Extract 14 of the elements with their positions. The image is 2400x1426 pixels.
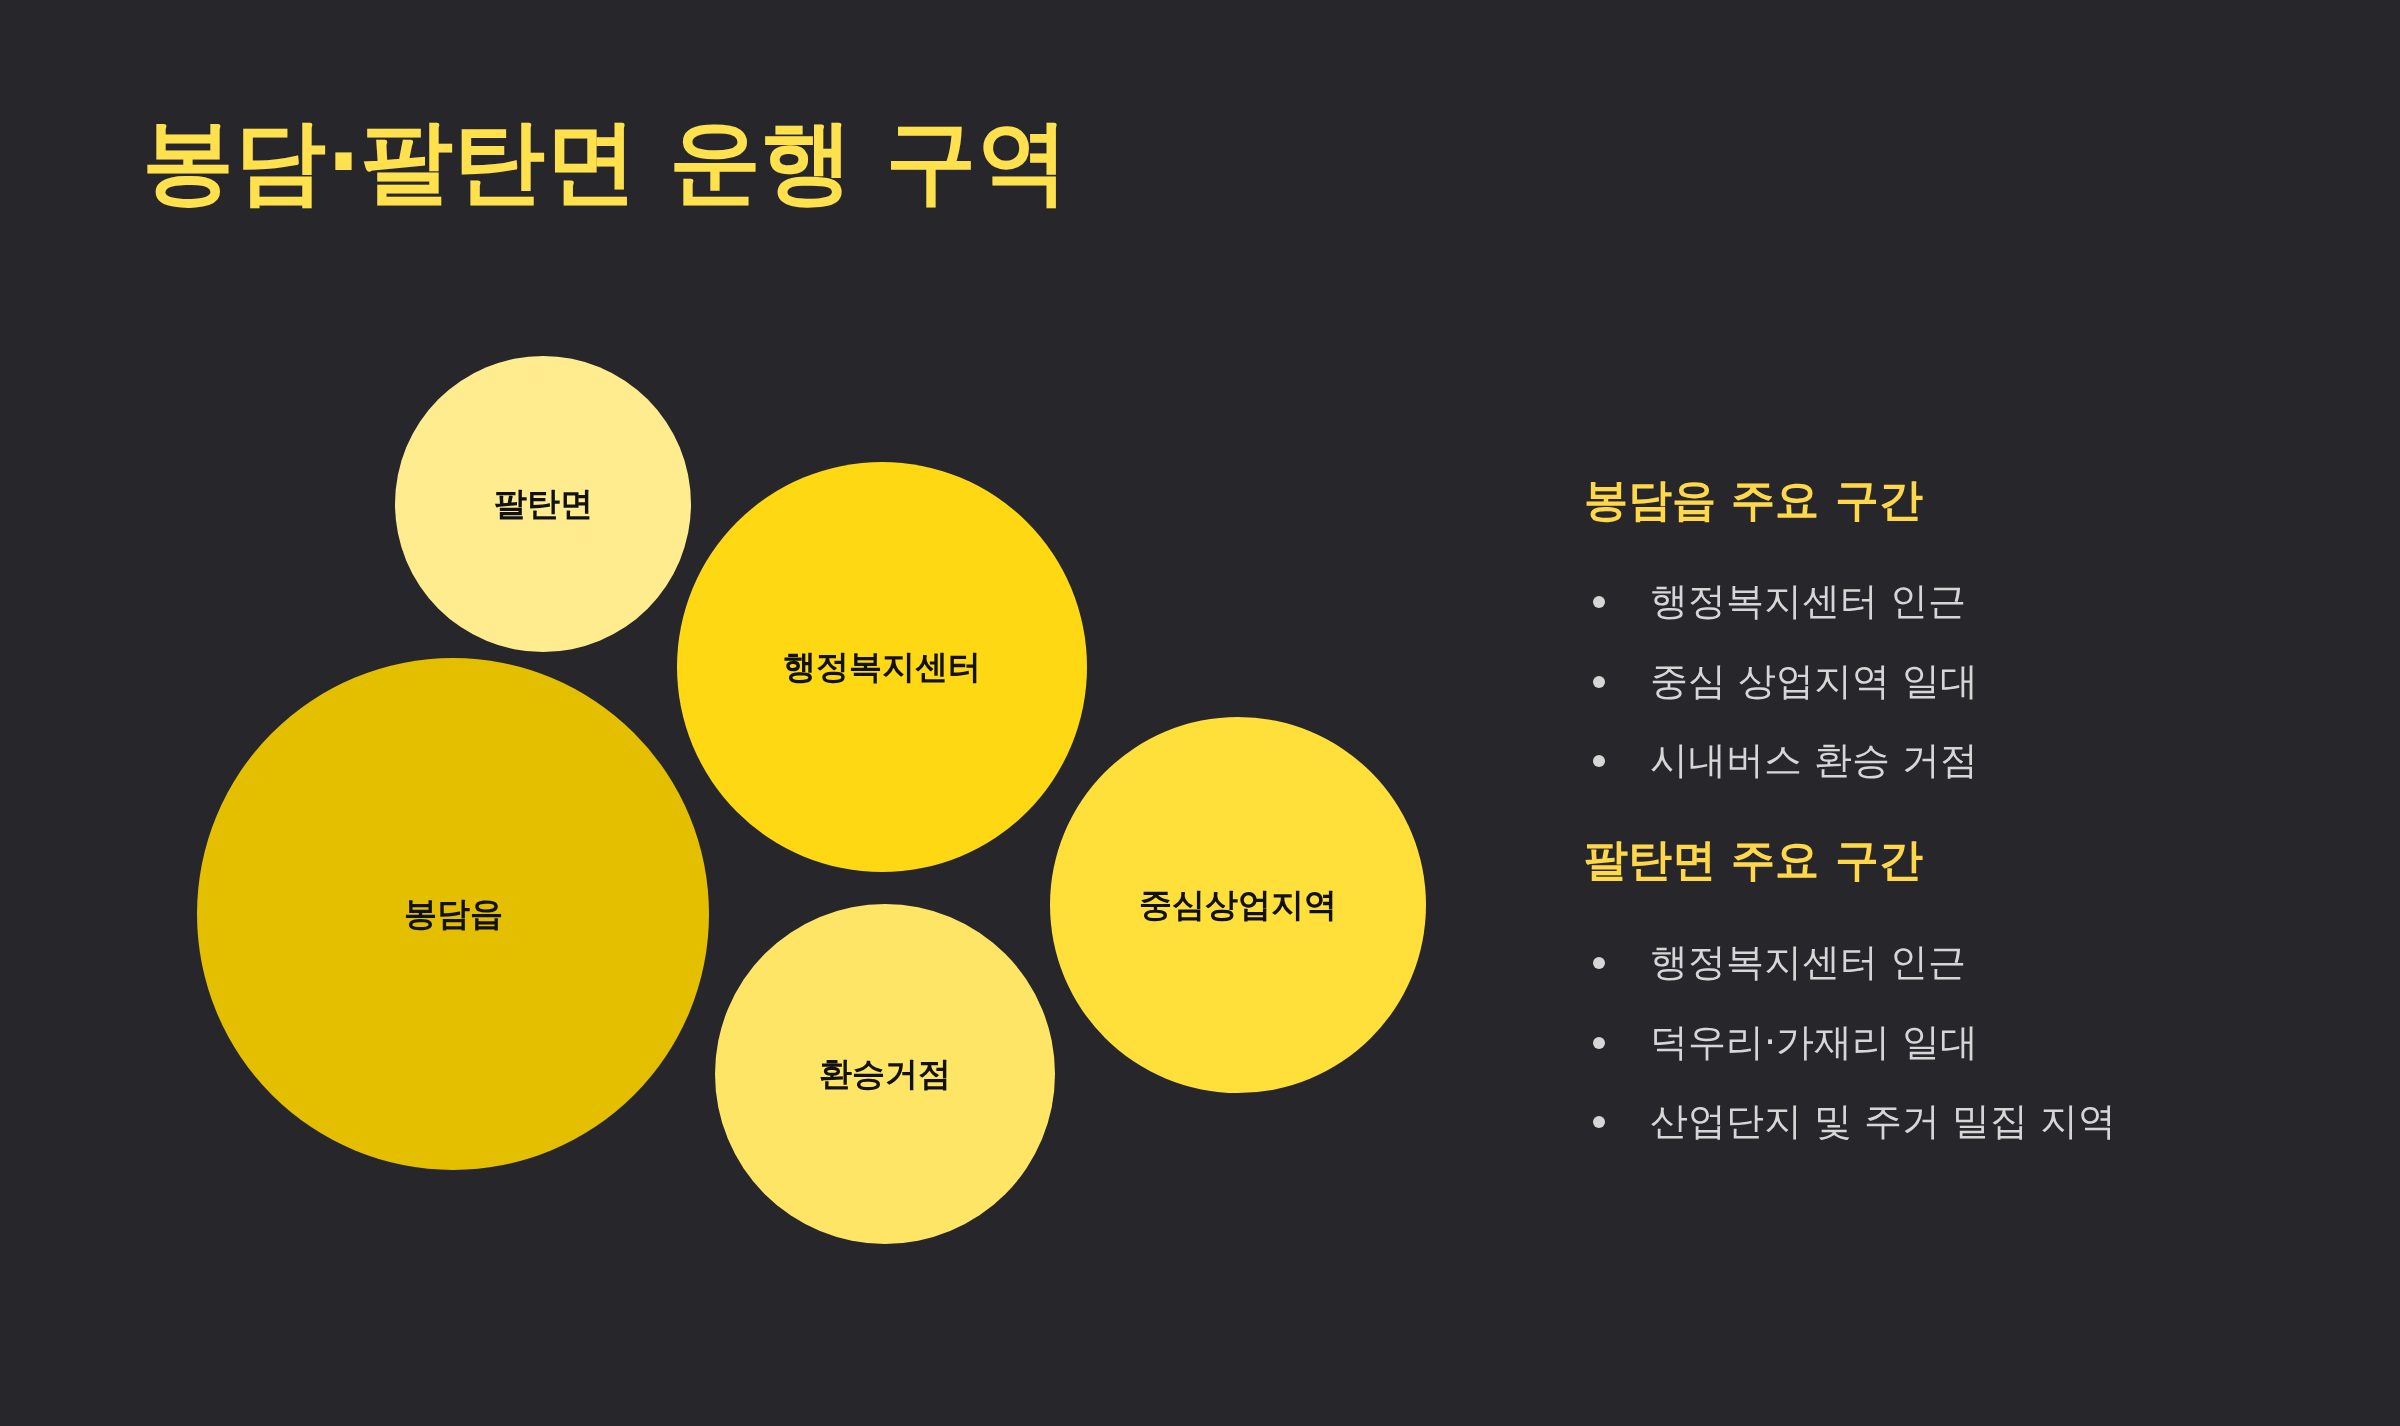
list-item: 행정복지센터 인근 — [1650, 578, 1967, 625]
list-item: 덕우리·가재리 일대 — [1650, 1019, 1979, 1066]
zone-label: 팔탄면 — [493, 482, 593, 525]
zone-label: 환승거점 — [819, 1052, 951, 1095]
zone-label: 중심상업지역 — [1139, 883, 1337, 926]
section-heading: 봉담읍 주요 구간 — [1584, 473, 1923, 527]
list-item: 중심 상업지역 일대 — [1650, 658, 1979, 705]
zone-label: 행정복지센터 — [783, 645, 981, 688]
list-item: 시내버스 환승 거점 — [1650, 737, 1979, 784]
list-item: 산업단지 및 주거 밀집 지역 — [1650, 1098, 2117, 1145]
list-item: 행정복지센터 인근 — [1650, 939, 1967, 986]
section-heading: 팔탄면 주요 구간 — [1584, 833, 1923, 887]
title: 봉담·팔탄면 운행 구역 — [142, 107, 1069, 217]
zone-label: 봉담읍 — [403, 892, 503, 935]
